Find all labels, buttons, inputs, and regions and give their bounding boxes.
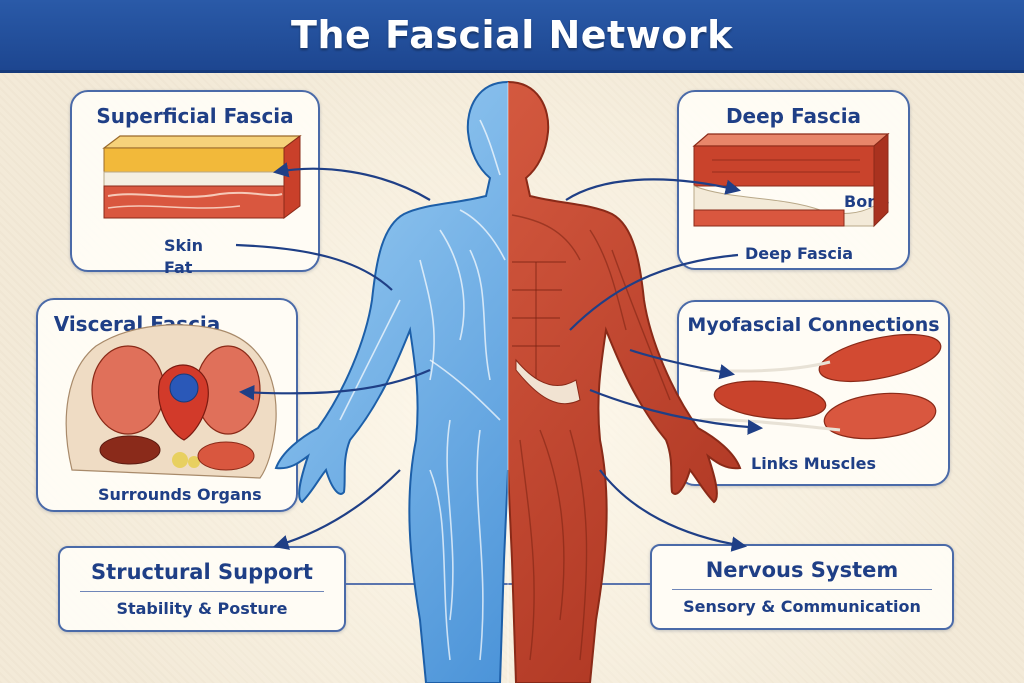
superficial-fascia-title: Superficial Fascia <box>96 104 294 128</box>
arrow-nervous <box>599 469 748 552</box>
arrow-visceral <box>238 368 431 401</box>
deep-fascia-label: Deep Fascia <box>745 244 854 263</box>
structural-divider <box>80 591 324 592</box>
line-skin <box>235 243 393 291</box>
human-figure <box>274 80 742 683</box>
arrow-myofascial-lower <box>589 388 764 435</box>
nervous-divider <box>672 589 932 590</box>
superficial-fascia-illustration <box>102 135 302 219</box>
nervous-system-title: Nervous System <box>705 558 899 582</box>
fascia-half <box>274 80 508 683</box>
muscle-half <box>508 80 742 683</box>
structural-support-title: Structural Support <box>91 560 313 584</box>
links-muscles-label: Links Muscles <box>751 454 876 473</box>
arrow-deep <box>565 178 742 201</box>
myofascial-illustration <box>699 333 942 440</box>
fat-label: Fat <box>164 258 193 277</box>
nervous-system-card: Nervous System Sensory & Communication <box>650 544 954 630</box>
nervous-system-subtitle: Sensory & Communication <box>683 597 921 616</box>
arrow-structural <box>273 469 401 550</box>
connector-arrows <box>235 162 764 552</box>
surrounds-organs-label: Surrounds Organs <box>98 485 262 504</box>
structural-support-subtitle: Stability & Posture <box>116 599 288 618</box>
title-banner: The Fascial Network <box>0 0 1024 73</box>
line-deep-fascia <box>569 253 739 331</box>
arrow-myofascial-upper <box>629 348 736 380</box>
deep-fascia-illustration <box>692 132 890 228</box>
deep-fascia-title: Deep Fascia <box>725 104 862 128</box>
myofascial-connections-title: Myofascial Connections <box>687 314 940 336</box>
skin-label: Skin <box>164 236 204 255</box>
arrow-superficial <box>272 162 431 201</box>
visceral-fascia-illustration <box>65 324 277 479</box>
page-title: The Fascial Network <box>291 13 733 57</box>
structural-support-card: Structural Support Stability & Posture <box>58 546 346 632</box>
